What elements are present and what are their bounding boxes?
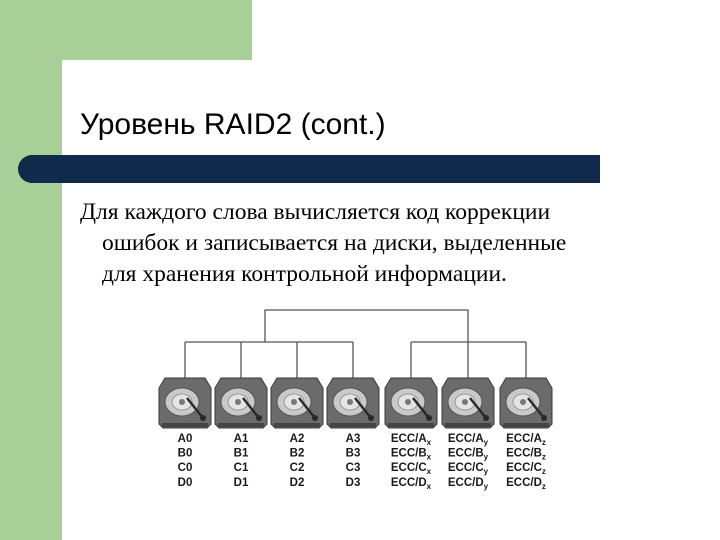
disk-block-label: C2 <box>290 462 305 474</box>
disk-block-label: A2 <box>290 433 305 445</box>
disk-block-label: ECC/Ax <box>391 433 432 447</box>
hard-disk-icon <box>500 378 552 428</box>
hard-disk-icon <box>385 378 437 428</box>
disk-block-label: ECC/Dx <box>391 477 432 491</box>
disk-block-label: C0 <box>178 462 193 474</box>
hard-disk-icon <box>159 378 211 428</box>
disk-block-label: D0 <box>178 477 193 489</box>
disk-block-label: D1 <box>234 477 249 489</box>
disk-block-label: ECC/Cx <box>391 462 432 476</box>
disk-block-label: ECC/Cy <box>448 462 489 476</box>
disk-block-label: D3 <box>346 477 361 489</box>
disk-array: A0B0C0D0A1B1C1D1A2B2C2D2A3B3C3D3ECC/AxEC… <box>159 378 552 491</box>
disk-block-label: ECC/Bz <box>506 448 546 462</box>
disk-block-label: A1 <box>234 433 249 445</box>
disk-block-label: B2 <box>290 448 305 460</box>
disk-block-label: ECC/Dy <box>448 477 489 491</box>
hard-disk-icon <box>442 378 494 428</box>
hard-disk-icon <box>215 378 267 428</box>
disk-block-label: B3 <box>346 448 361 460</box>
disk-block-label: ECC/Cz <box>506 462 546 476</box>
disk-block-label: A3 <box>346 433 361 445</box>
disk-block-label: B0 <box>178 448 193 460</box>
hard-disk-icon <box>271 378 323 428</box>
disk-block-label: ECC/Dz <box>506 477 546 491</box>
disk-block-label: A0 <box>178 433 193 445</box>
disk-block-label: ECC/Ay <box>448 433 489 447</box>
hard-disk-icon <box>327 378 379 428</box>
controller-line <box>265 310 468 342</box>
disk-block-label: ECC/Bx <box>391 448 432 462</box>
disk-block-label: C1 <box>234 462 249 474</box>
disk-block-label: ECC/Az <box>506 433 546 447</box>
disk-block-label: D2 <box>290 477 305 489</box>
disk-block-label: ECC/By <box>448 448 489 462</box>
disk-wires <box>185 310 526 382</box>
disk-block-label: C3 <box>346 462 361 474</box>
disk-block-label: B1 <box>234 448 249 460</box>
